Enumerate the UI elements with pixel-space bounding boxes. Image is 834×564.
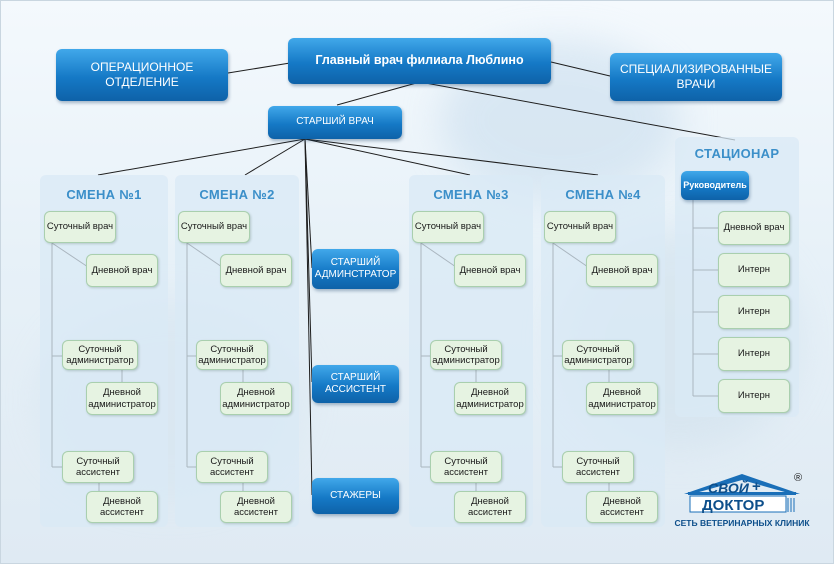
round-the-clock-doctor-box: Суточный врач (412, 211, 484, 243)
senior-doctor-box: СТАРШИЙ ВРАЧ (268, 106, 402, 139)
day-doctor-box: Дневной врач (454, 254, 526, 287)
brand-line-2: ДОКТОР (702, 497, 765, 514)
round-the-clock-assistant-label: Суточный ассистент (576, 455, 620, 478)
day-doctor-box: Дневной врач (586, 254, 658, 287)
day-doctor-label: Дневной врач (459, 264, 521, 276)
senior-admin-box: СТАРШИЙ АДМИНСТРАТОР (312, 249, 399, 289)
day-assistant-label: Дневной ассистент (234, 495, 278, 518)
specialized-doctors-label: СПЕЦИАЛИЗИРОВАННЫЕ ВРАЧИ (619, 62, 773, 91)
day-admin-label: Дневной администратор (588, 387, 656, 410)
day-assistant-box: Дневной ассистент (220, 491, 292, 523)
operational-department-label: ОПЕРАЦИОННОЕ ОТДЕЛЕНИЕ (90, 60, 194, 89)
round-the-clock-admin-box: Суточный администратор (196, 340, 268, 370)
stationar-intern-label: Интерн (737, 264, 771, 276)
brand-tagline: СЕТЬ ВЕТЕРИНАРНЫХ КЛИНИК (674, 518, 810, 528)
day-admin-label: Дневной администратор (456, 387, 524, 410)
day-doctor-label: Дневной врач (91, 264, 153, 276)
day-doctor-box: Дневной врач (86, 254, 158, 287)
stationar-day-doctor-label: Дневной врач (723, 222, 785, 234)
brand-plus-icon: + (752, 478, 761, 495)
round-the-clock-admin-label: Суточный администратор (198, 343, 266, 366)
senior-admin-label: СТАРШИЙ АДМИНСТРАТОР (314, 256, 397, 281)
day-admin-label: Дневной администратор (222, 387, 290, 410)
senior-assistant-label: СТАРШИЙ АССИСТЕНТ (324, 371, 387, 396)
day-admin-box: Дневной администратор (220, 382, 292, 415)
operational-department-box: ОПЕРАЦИОННОЕ ОТДЕЛЕНИЕ (56, 49, 228, 101)
round-the-clock-assistant-box: Суточный ассистент (62, 451, 134, 483)
day-doctor-label: Дневной врач (591, 264, 653, 276)
stationar-intern-box: Интерн (718, 295, 790, 329)
round-the-clock-assistant-label: Суточный ассистент (210, 455, 254, 478)
round-the-clock-doctor-label: Суточный врач (546, 221, 614, 233)
round-the-clock-admin-box: Суточный администратор (562, 340, 634, 370)
day-assistant-label: Дневной ассистент (600, 495, 644, 518)
day-admin-label: Дневной администратор (88, 387, 156, 410)
shift-title: СМЕНА №1 (66, 187, 142, 202)
stationar-intern-label: Интерн (737, 306, 771, 318)
interns-box: СТАЖЕРЫ (312, 478, 399, 514)
stationar-intern-box: Интерн (718, 337, 790, 371)
brand-line-1: СВОЙ (708, 480, 749, 496)
round-the-clock-admin-box: Суточный администратор (430, 340, 502, 370)
day-doctor-box: Дневной врач (220, 254, 292, 287)
day-admin-box: Дневной администратор (586, 382, 658, 415)
round-the-clock-doctor-label: Суточный врач (414, 221, 482, 233)
round-the-clock-assistant-box: Суточный ассистент (562, 451, 634, 483)
specialized-doctors-box: СПЕЦИАЛИЗИРОВАННЫЕ ВРАЧИ (610, 53, 782, 101)
chief-doctor-box: Главный врач филиала Люблино (288, 38, 551, 84)
stationar-intern-box: Интерн (718, 253, 790, 287)
day-assistant-box: Дневной ассистент (586, 491, 658, 523)
stationar-title: СТАЦИОНАР (694, 146, 780, 161)
day-admin-box: Дневной администратор (86, 382, 158, 415)
round-the-clock-doctor-label: Суточный врач (180, 221, 248, 233)
day-assistant-label: Дневной ассистент (468, 495, 512, 518)
stationar-head-label: Руководитель (683, 179, 747, 190)
stationar-intern-label: Интерн (737, 348, 771, 360)
round-the-clock-admin-label: Суточный администратор (564, 343, 632, 366)
shift-title: СМЕНА №4 (565, 187, 641, 202)
senior-assistant-box: СТАРШИЙ АССИСТЕНТ (312, 365, 399, 403)
senior-doctor-label: СТАРШИЙ ВРАЧ (296, 116, 374, 128)
house-logo-icon (684, 474, 800, 513)
chief-doctor-label: Главный врач филиала Люблино (315, 53, 524, 68)
brand-logo: СВОЙ + ДОКТОР ® СЕТЬ ВЕТЕРИНАРНЫХ КЛИНИК (672, 472, 812, 534)
round-the-clock-doctor-box: Суточный врач (178, 211, 250, 243)
day-assistant-box: Дневной ассистент (86, 491, 158, 523)
day-assistant-label: Дневной ассистент (100, 495, 144, 518)
round-the-clock-admin-label: Суточный администратор (432, 343, 500, 366)
day-admin-box: Дневной администратор (454, 382, 526, 415)
round-the-clock-doctor-box: Суточный врач (544, 211, 616, 243)
interns-label: СТАЖЕРЫ (330, 489, 381, 501)
shift-title: СМЕНА №2 (199, 187, 275, 202)
round-the-clock-assistant-box: Суточный ассистент (196, 451, 268, 483)
round-the-clock-admin-label: Суточный администратор (66, 343, 134, 366)
day-doctor-label: Дневной врач (225, 264, 287, 276)
stationar-intern-box: Интерн (718, 379, 790, 413)
shift-title: СМЕНА №3 (433, 187, 509, 202)
day-assistant-box: Дневной ассистент (454, 491, 526, 523)
stationar-day-doctor-box: Дневной врач (718, 211, 790, 245)
round-the-clock-assistant-box: Суточный ассистент (430, 451, 502, 483)
round-the-clock-assistant-label: Суточный ассистент (444, 455, 488, 478)
stationar-head-box: Руководитель (681, 171, 749, 200)
round-the-clock-admin-box: Суточный администратор (62, 340, 138, 370)
round-the-clock-doctor-label: Суточный врач (46, 221, 114, 233)
registered-mark: ® (794, 472, 803, 484)
round-the-clock-doctor-box: Суточный врач (44, 211, 116, 243)
round-the-clock-assistant-label: Суточный ассистент (76, 455, 120, 478)
stationar-intern-label: Интерн (737, 390, 771, 402)
